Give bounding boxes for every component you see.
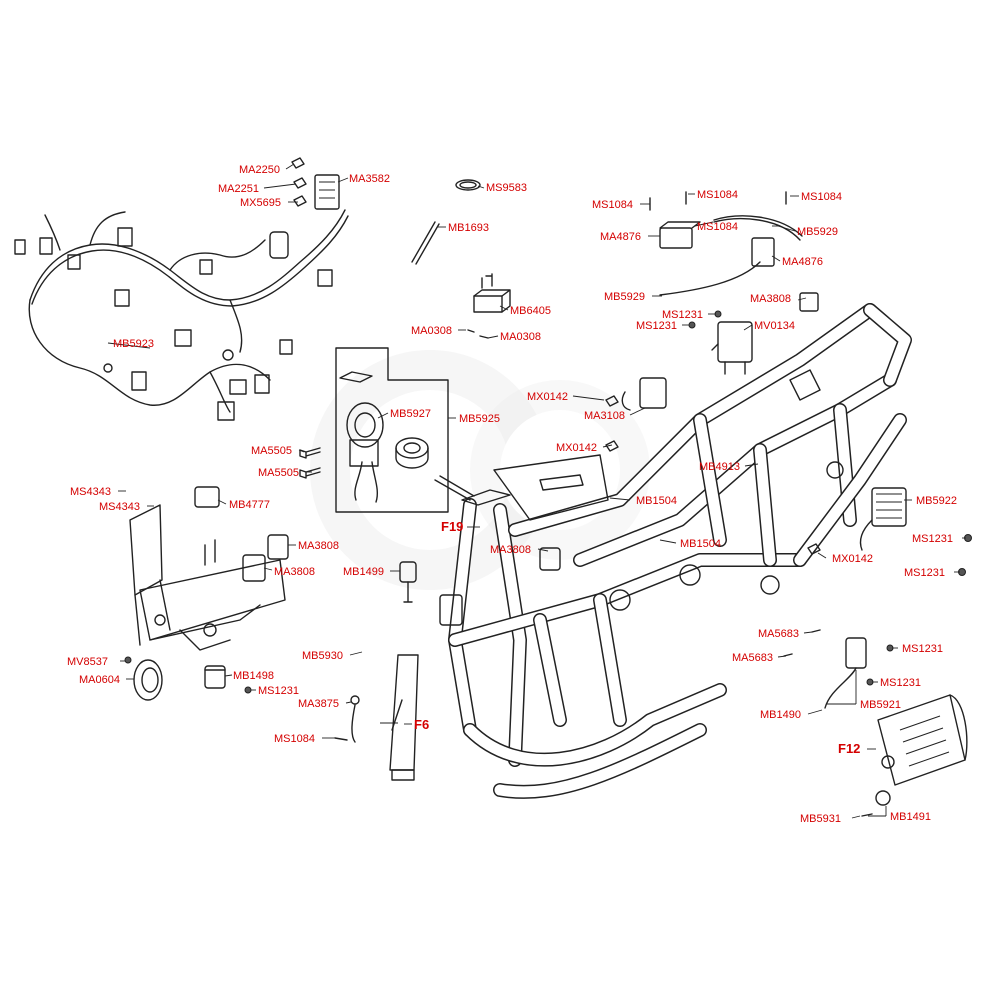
part-label-ma0308-right: MA0308 [500,331,541,343]
part-label-mx5695: MX5695 [240,197,281,209]
part-label-mb1504-b: MB1504 [680,538,721,550]
figure-ref-f12: F12 [838,741,860,756]
part-label-ms1231-b: MS1231 [662,309,703,321]
part-label-ms1084-c: MS1084 [697,189,738,201]
ring-and-rod-drawing [411,179,481,265]
clip-parts-drawing [291,157,340,210]
part-label-ma2250: MA2250 [239,164,280,176]
bolt-parts-drawing [299,447,321,479]
part-label-mb5927: MB5927 [390,408,431,420]
part-label-ms9583: MS9583 [486,182,527,194]
figure-ref-f19: F19 [441,519,463,534]
part-label-ma5505-upper: MA5505 [251,445,292,457]
part-label-ma3108: MA3108 [584,410,625,422]
part-label-mb5922: MB5922 [916,495,957,507]
part-label-ms1231-f: MS1231 [902,643,943,655]
figure-references: F19 F6 F12 [414,519,860,756]
part-label-mb1498: MB1498 [233,670,274,682]
part-label-mb1693: MB1693 [448,222,489,234]
part-label-ms1231-d: MS1231 [912,533,953,545]
front-bracket-drawing [129,486,289,651]
part-label-ms1084-a: MS1084 [274,733,315,745]
part-label-mb4777: MB4777 [229,499,270,511]
part-label-mx0142-a: MX0142 [527,391,568,403]
wiring-harness-drawing [14,209,349,421]
part-label-ma3808-d: MA3808 [490,544,531,556]
part-label-mb5929-b: MB5929 [604,291,645,303]
part-label-ma5683-a: MA5683 [758,628,799,640]
main-frame-drawing [434,303,912,799]
part-label-ma4876-b: MA4876 [782,256,823,268]
part-label-ma3808-c: MA3808 [750,293,791,305]
part-label-ms1231-g: MS1231 [880,677,921,689]
horn-and-relay-drawing [124,656,252,701]
part-label-mb6405: MB6405 [510,305,551,317]
part-label-ms1084-e: MS1084 [697,221,738,233]
sensor-and-fork-drawing [334,561,419,781]
part-label-mb5925: MB5925 [459,413,500,425]
ignition-set-box [335,347,449,513]
part-label-ma3582: MA3582 [349,173,390,185]
part-label-ma0604: MA0604 [79,674,120,686]
part-label-ma3875: MA3875 [298,698,339,710]
part-label-ms1084-d: MS1084 [801,191,842,203]
part-label-mx0142-c: MX0142 [832,553,873,565]
figure-ref-f6: F6 [414,717,429,732]
part-label-mb1491: MB1491 [890,811,931,823]
part-label-ms1231-a: MS1231 [258,685,299,697]
relay-block-drawing [467,273,511,339]
part-label-ma3808-b: MA3808 [274,566,315,578]
part-label-ms1084-b: MS1084 [592,199,633,211]
part-label-ms1231-c: MS1231 [636,320,677,332]
part-label-mv0134: MV0134 [754,320,795,332]
part-label-mb1504-a: MB1504 [636,495,677,507]
part-label-ms1231-e: MS1231 [904,567,945,579]
part-label-ma5505-lower: MA5505 [258,467,299,479]
part-label-mb5929-a: MB5929 [797,226,838,238]
part-labels: MA2250 MA2251 MX5695 MA3582 MB5923 MS958… [67,164,957,825]
part-label-ms4343-lower: MS4343 [99,501,140,513]
part-label-mx0142-b: MX0142 [556,442,597,454]
part-label-mb1490: MB1490 [760,709,801,721]
part-label-mb5930: MB5930 [302,650,343,662]
part-label-ma2251: MA2251 [218,183,259,195]
part-label-ms4343-upper: MS4343 [70,486,111,498]
leader-lines [107,163,966,819]
part-label-mb4913: MB4913 [699,461,740,473]
part-label-mb5931: MB5931 [800,813,841,825]
part-label-mb5923: MB5923 [113,338,154,350]
part-label-ma3808-a: MA3808 [298,540,339,552]
part-label-ma5683-b: MA5683 [732,652,773,664]
part-label-mb5921: MB5921 [860,699,901,711]
part-label-ma4876-a: MA4876 [600,231,641,243]
part-label-mb1499: MB1499 [343,566,384,578]
part-label-ma0308-left: MA0308 [411,325,452,337]
part-label-mv8537: MV8537 [67,656,108,668]
